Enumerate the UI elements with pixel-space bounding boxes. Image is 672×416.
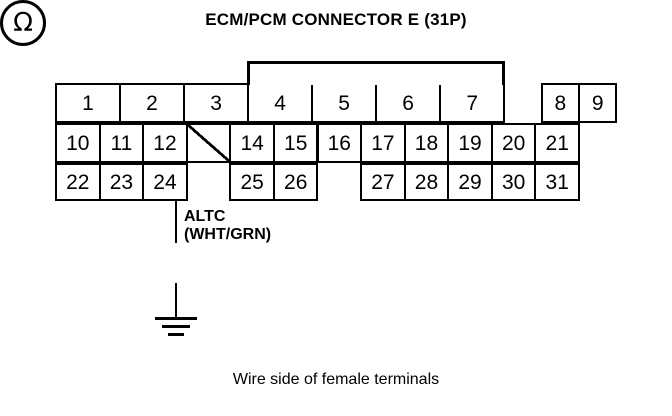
ground-bar-1 [155, 317, 197, 320]
connector-row-2: 10 11 12 14 15 16 17 18 19 20 21 [55, 123, 580, 163]
connector-terminal-14: 14 [229, 123, 275, 163]
connector-terminal-22: 22 [55, 163, 101, 201]
connector-terminal-31: 31 [534, 163, 580, 201]
connector-terminal-21: 21 [534, 123, 580, 163]
connector-terminal-5: 5 [311, 83, 378, 123]
probe-wire-label: ALTC (WHT/GRN) [184, 208, 271, 245]
connector-terminal-16: 16 [316, 123, 363, 163]
terminal-number: 19 [458, 131, 482, 155]
terminal-number: 28 [414, 170, 439, 194]
connector-terminal-8: 8 [540, 83, 580, 123]
terminal-number: 1 [82, 91, 94, 115]
connector-terminal-24: 24 [142, 163, 188, 201]
terminal-number: 25 [240, 170, 264, 194]
terminal-number: 5 [338, 91, 350, 115]
connector-terminal-12: 12 [142, 123, 188, 163]
terminal-number: 21 [545, 131, 569, 155]
ground-bar-3 [168, 333, 184, 336]
connector-terminal-23: 23 [98, 163, 145, 201]
terminal-number: 31 [545, 170, 569, 194]
terminal-number: 29 [458, 170, 482, 194]
ohmmeter-symbol: Ω [0, 0, 46, 46]
terminal-number: 12 [153, 131, 177, 155]
terminal-number: 7 [466, 91, 479, 115]
terminal-number: 15 [284, 131, 308, 155]
connector-tab-bracket [247, 61, 506, 85]
connector-terminal-30: 30 [490, 163, 537, 201]
wire-color-label: (WHT/GRN) [184, 226, 272, 244]
connector-row-3: 22 23 24 25 26 27 28 29 30 31 [55, 163, 580, 201]
diagram-title: ECM/PCM CONNECTOR E (31P) [205, 10, 467, 29]
probe-wire [175, 200, 177, 243]
connector-terminal-6: 6 [375, 83, 442, 123]
terminal-number: 4 [274, 91, 286, 115]
terminal-number: 23 [109, 170, 134, 194]
terminal-number: 16 [327, 131, 351, 155]
connector-terminal-19: 19 [447, 123, 493, 163]
connector-terminal-7: 7 [439, 83, 506, 123]
connector-terminal-18: 18 [403, 123, 450, 163]
terminal-number: 30 [501, 170, 526, 194]
connector-terminal-9: 9 [578, 83, 618, 123]
ground-bar-2 [162, 325, 190, 328]
terminal-number: 22 [66, 170, 90, 194]
connector-terminal-20: 20 [490, 123, 537, 163]
signal-name-label: ALTC [184, 208, 226, 225]
terminal-number: 2 [146, 91, 158, 115]
terminal-number: 3 [210, 91, 222, 115]
terminal-number: 11 [110, 131, 133, 155]
terminal-number: 26 [284, 170, 308, 194]
terminal-number: 20 [501, 131, 526, 155]
terminal-number: 17 [371, 131, 395, 155]
connector-terminal-1: 1 [55, 83, 122, 123]
connector-terminal-15: 15 [272, 123, 319, 163]
connector-terminal-2: 2 [119, 83, 186, 123]
terminal-number: 27 [371, 170, 395, 194]
terminal-number: 6 [402, 91, 414, 115]
terminal-number: 14 [240, 131, 264, 155]
terminal-number: 8 [554, 91, 567, 115]
connector-terminal-25: 25 [229, 163, 275, 201]
connector-cell-blank [185, 123, 232, 163]
terminal-number: 24 [153, 170, 177, 194]
connector-terminal-11: 11 [98, 123, 145, 163]
connector-terminal-3: 3 [183, 83, 250, 123]
connector-terminal-27: 27 [360, 163, 406, 201]
connector-terminal-29: 29 [447, 163, 493, 201]
terminal-number: 10 [66, 131, 90, 155]
connector-terminal-28: 28 [403, 163, 450, 201]
connector-terminal-17: 17 [360, 123, 406, 163]
connector-terminal-4: 4 [247, 83, 314, 123]
terminal-number: 9 [591, 91, 604, 115]
connector-terminal-26: 26 [272, 163, 319, 201]
ohm-glyph: Ω [13, 8, 33, 38]
connector-terminal-10: 10 [55, 123, 101, 163]
terminal-number: 18 [414, 131, 439, 155]
diagram-caption: Wire side of female terminals [232, 371, 440, 388]
ground-wire [175, 283, 177, 318]
